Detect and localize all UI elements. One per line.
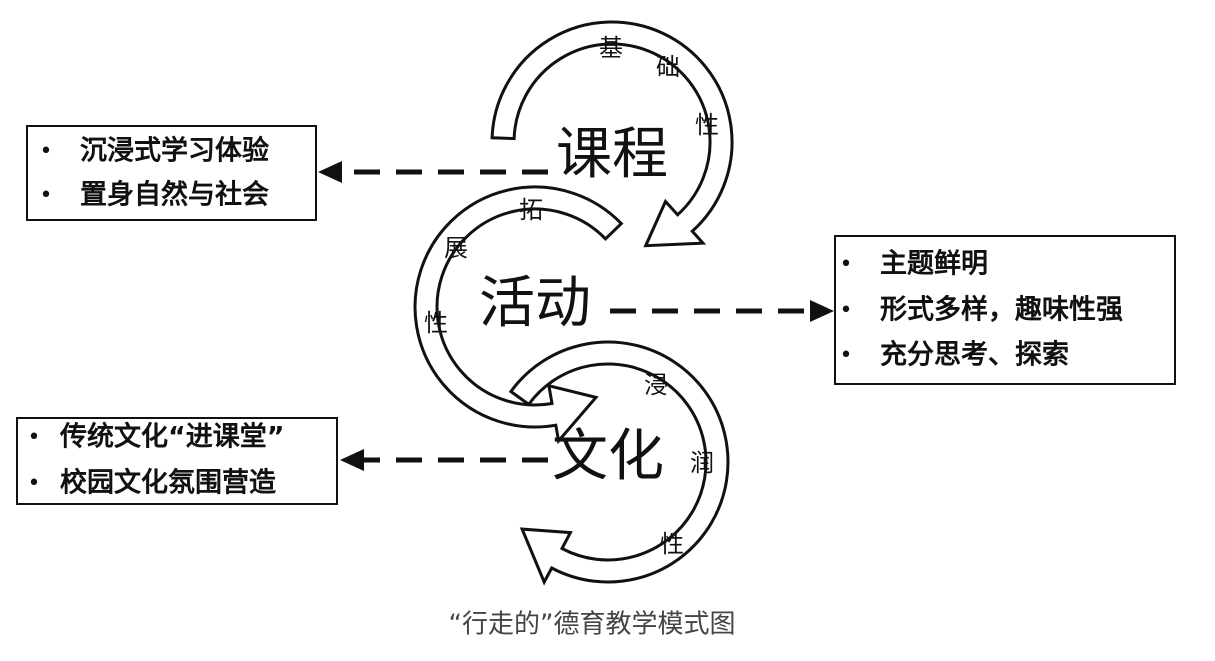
arc-char-activity-3: 性 [424, 309, 448, 337]
culture-connector-arrowhead [340, 449, 364, 471]
arc-char-culture-2: 润 [690, 449, 714, 477]
activity-box-bullet-2: • [840, 298, 853, 323]
activity-features-box: • 主题鲜明 • 形式多样，趣味性强 • 充分思考、探索 [834, 235, 1176, 385]
arc-char-activity-2: 展 [444, 234, 468, 262]
course-box-border [26, 125, 317, 221]
activity-box-item-2: 形式多样，趣味性强 [880, 294, 1123, 326]
node-activity-label: 活动 [479, 271, 591, 336]
course-box-item-2: 置身自然与社会 [80, 179, 269, 211]
course-curved-arrow [490, 20, 734, 248]
activity-box-border [834, 235, 1176, 385]
activity-curved-arrow [413, 185, 624, 445]
arc-char-activity-1: 拓 [519, 196, 543, 224]
culture-features-box: • 传统文化“进课堂” • 校园文化氛围营造 [16, 417, 338, 505]
course-connector-arrowhead [318, 161, 342, 183]
node-course-label: 课程 [556, 122, 668, 187]
arc-char-culture-3: 性 [660, 530, 684, 558]
course-box-item-1: 沉浸式学习体验 [80, 135, 269, 167]
diagram-caption: “行走的”德育教学模式图 [449, 610, 736, 640]
culture-box-bullet-2: • [28, 471, 41, 496]
culture-box-border [16, 417, 338, 505]
activity-box-bullet-1: • [840, 252, 853, 277]
arc-char-course-2: 础 [656, 53, 680, 81]
activity-box-bullet-3: • [840, 343, 853, 368]
node-culture-label: 文化 [552, 424, 664, 489]
culture-curved-arrow [508, 340, 730, 586]
arc-char-course-1: 基 [599, 34, 623, 62]
activity-box-item-3: 充分思考、探索 [880, 339, 1069, 371]
arc-char-course-3: 性 [695, 111, 719, 139]
course-box-bullet-2: • [40, 183, 53, 208]
course-box-bullet-1: • [40, 139, 53, 164]
activity-box-item-1: 主题鲜明 [880, 249, 988, 280]
activity-connector-arrowhead [810, 300, 834, 322]
arc-char-culture-1: 浸 [644, 371, 668, 399]
culture-box-item-1: 传统文化“进课堂” [59, 421, 285, 453]
culture-box-bullet-1: • [28, 425, 41, 450]
course-features-box: • 沉浸式学习体验 • 置身自然与社会 [26, 125, 317, 221]
culture-box-item-2: 校园文化氛围营造 [60, 467, 276, 499]
